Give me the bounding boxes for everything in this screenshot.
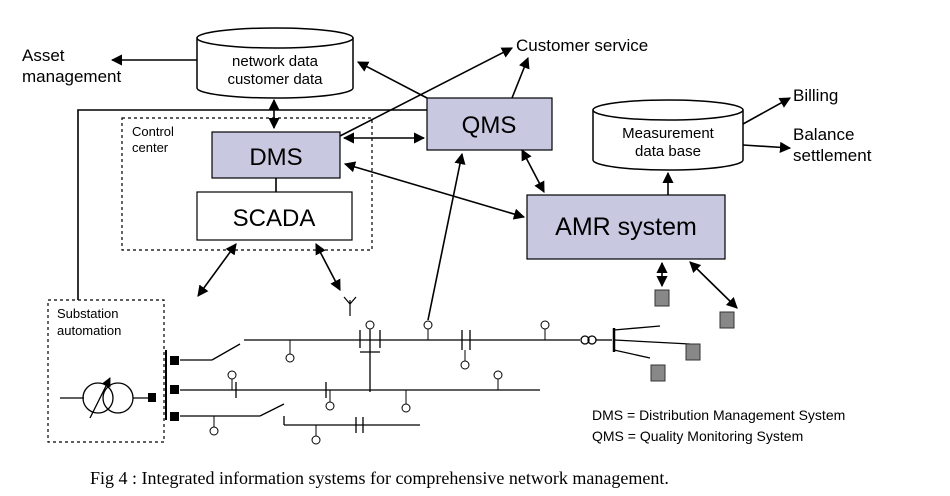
qms-label: QMS — [462, 112, 517, 139]
legend-dms: DMS = Distribution Management System — [592, 407, 845, 423]
arrow-qms-customer — [511, 56, 530, 99]
arrow-network-qms — [427, 152, 466, 321]
line-substation-qms — [77, 109, 427, 300]
scada-box — [196, 191, 353, 241]
meas-label-2: data base — [635, 143, 701, 160]
meter-icon — [650, 364, 666, 382]
legend-qms: QMS = Quality Monitoring System — [592, 428, 803, 444]
control-center-label-1: Control — [132, 124, 174, 139]
control-center-frame — [121, 117, 373, 251]
arrow-qms-db — [357, 61, 428, 99]
arrow-dms-customer — [339, 47, 513, 137]
billing-label: Billing — [793, 86, 838, 105]
measurement-database: Measurement data base — [592, 99, 744, 171]
connectors — [77, 47, 792, 321]
network-sensors — [209, 320, 550, 445]
transformer-icon — [60, 350, 167, 420]
meter-icon — [719, 311, 735, 329]
amr-box — [526, 194, 726, 260]
substation-label-2: automation — [57, 323, 121, 338]
distribution-network — [180, 325, 691, 433]
balance-label-1: Balance — [793, 125, 854, 144]
arrow-amr-meter-2 — [689, 261, 738, 309]
arrow-qms-amr — [521, 149, 545, 193]
db-label-2: customer data — [227, 71, 323, 88]
control-center-label-2: center — [132, 140, 169, 155]
meas-label-1: Measurement — [622, 125, 715, 142]
arrow-balance — [742, 141, 792, 153]
meter-icon — [685, 343, 701, 361]
arrow-scada-substation — [197, 243, 237, 297]
dms-label: DMS — [249, 144, 302, 171]
scada-label: SCADA — [233, 205, 316, 232]
amr-label: AMR system — [555, 213, 697, 241]
qms-box — [426, 97, 553, 151]
dms-box — [211, 131, 341, 179]
figure-caption: Fig 4 : Integrated information systems f… — [90, 468, 669, 488]
antenna-icon — [343, 296, 357, 316]
arrow-scada-antenna — [315, 243, 341, 291]
substation-label-1: Substation — [57, 306, 118, 321]
customer-service-label: Customer service — [516, 36, 648, 55]
asset-label-2: management — [22, 67, 122, 86]
balance-label-2: settlement — [793, 146, 872, 165]
network-customer-database: network data customer data — [196, 27, 354, 99]
arrow-billing — [742, 97, 791, 125]
customer-meters — [650, 289, 735, 382]
asset-label-1: Asset — [22, 46, 65, 65]
meter-icon — [654, 289, 670, 307]
busbar-breakers — [148, 356, 179, 421]
db-label-1: network data — [232, 53, 319, 70]
arrow-dms-amr — [343, 161, 526, 220]
substation-frame — [47, 299, 165, 443]
